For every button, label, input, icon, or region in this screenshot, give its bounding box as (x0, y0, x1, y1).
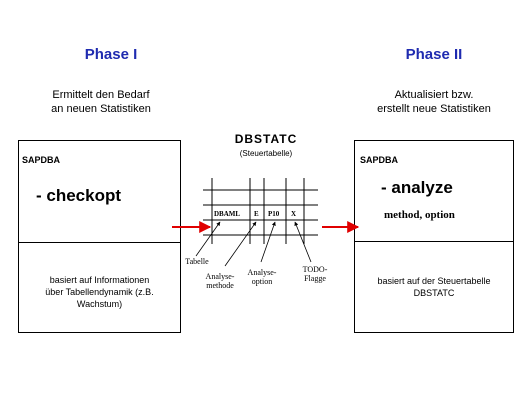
phase1-box-divider (19, 242, 180, 243)
table-cell-option: P10 (268, 210, 280, 218)
phase1-note: basiert auf Informationen über Tabellend… (45, 275, 154, 309)
phase2-box-divider (355, 241, 513, 242)
phase2-command: - analyze (381, 178, 453, 197)
phase2-caption: Aktualisiert bzw. erstellt neue Statisti… (377, 89, 491, 115)
phase2-title: Phase II (405, 46, 463, 63)
pointer-method-arrow (224, 221, 257, 267)
table-cell-todo: X (291, 210, 297, 218)
annotation-table: Tabelle (185, 257, 209, 266)
table-cell-table: DBAML (214, 210, 241, 218)
phase2-params: method, option (384, 209, 455, 221)
table-cell-method: E (254, 210, 259, 218)
phase2-note: basiert auf der Steuertabelle DBSTATC (377, 276, 491, 298)
annotation-method: Analyse- methode (205, 272, 235, 290)
phase1-title: Phase I (84, 46, 138, 63)
phase1-system-label: SAPDBA (22, 155, 61, 165)
phase1-command: - checkopt (36, 186, 122, 205)
control-table-subtitle: (Steuertabelle) (239, 149, 293, 158)
phase1-box: SAPDBA - checkopt basiert auf Informatio… (18, 140, 181, 333)
annotation-option: Analyse- option (247, 268, 277, 286)
pointer-todo-arrow (294, 221, 312, 263)
pointer-table-arrow (195, 221, 221, 257)
annotation-todo: TODO- Flagge (302, 265, 328, 283)
control-table-title: DBSTATC (234, 132, 298, 146)
pointer-option-arrow (260, 221, 276, 263)
phase2-box: SAPDBA - analyze method, option basiert … (354, 140, 514, 333)
phase2-system-label: SAPDBA (360, 155, 399, 165)
phase1-caption: Ermittelt den Bedarf an neuen Statistike… (51, 89, 151, 115)
